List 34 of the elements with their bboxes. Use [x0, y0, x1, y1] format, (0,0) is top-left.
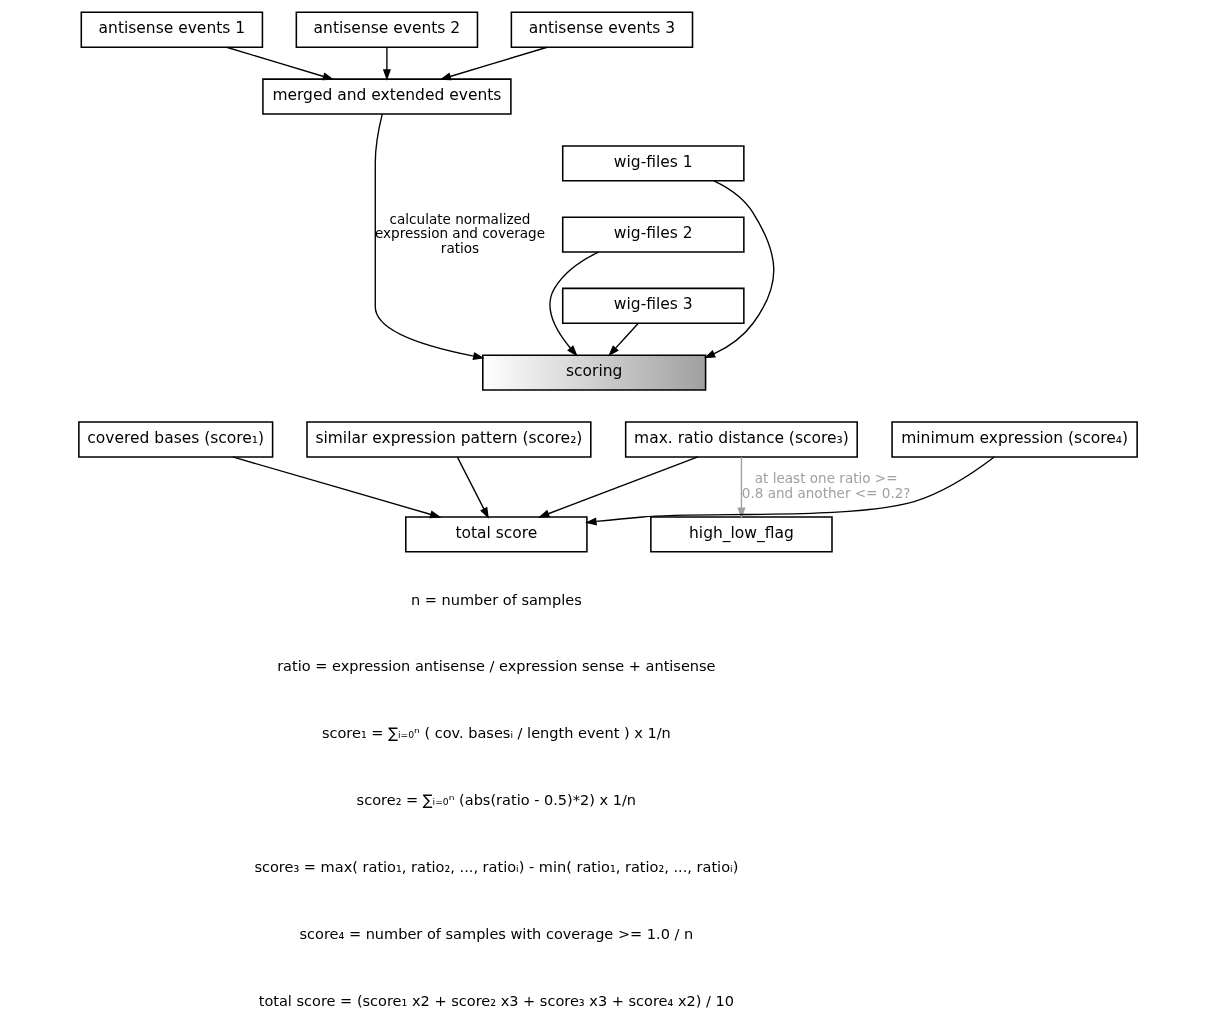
- node-box: minimum expression (score₄): [890, 421, 1138, 458]
- node-box: covered bases (score₁): [77, 421, 273, 458]
- label: total score = (score₁ x2 + score₂ x3 + score₃ x3 + score₄ x2) / 10: [258, 992, 734, 1009]
- node-box: high_low_flag: [649, 516, 833, 553]
- arrow: [703, 180, 774, 359]
- node-box: similar expression pattern (score₂): [305, 421, 592, 458]
- arrow: [439, 46, 548, 81]
- node-box: antisense events 2: [295, 11, 478, 48]
- edge-label: at least one ratio >= 0.8 and another <= 0.2?: [741, 470, 911, 501]
- arrow: [231, 456, 441, 519]
- node-box: wig-files 2: [561, 216, 745, 253]
- node-box: scoring: [481, 354, 706, 391]
- arrow: [736, 456, 745, 519]
- node-box: total score: [404, 516, 588, 553]
- node-box: max. ratio distance (score₃): [624, 421, 858, 458]
- arrow: [537, 456, 699, 518]
- node-box: wig-files 1: [561, 145, 745, 182]
- node-box: antisense events 1: [80, 11, 263, 48]
- arrow: [382, 46, 391, 81]
- label: ratio = expression antisense / expression sense + antisense: [276, 658, 716, 675]
- arrow: [456, 456, 489, 519]
- label: score₁ = ∑ᵢ₌₀ⁿ ( cov. basesᵢ / length event ) x 1/n: [321, 725, 671, 742]
- arrow: [374, 113, 484, 360]
- label: score₃ = max( ratio₁, ratio₂, ..., ratioᵢ) - min( ratio₁, ratio₂, ..., ratioᵢ): [253, 858, 738, 875]
- node-box: wig-files 3: [561, 287, 745, 324]
- arrow: [584, 456, 995, 526]
- label: score₂ = ∑ᵢ₌₀ⁿ (abs(ratio - 0.5)*2) x 1/n: [356, 792, 636, 809]
- arrow: [607, 322, 639, 357]
- label: n = number of samples: [410, 591, 582, 608]
- node-box: merged and extended events: [261, 78, 512, 115]
- label: score₄ = number of samples with coverage >= 1.0 / n: [298, 925, 693, 942]
- node-box: antisense events 3: [510, 11, 693, 48]
- arrow: [225, 46, 334, 81]
- arrow: [548, 251, 599, 357]
